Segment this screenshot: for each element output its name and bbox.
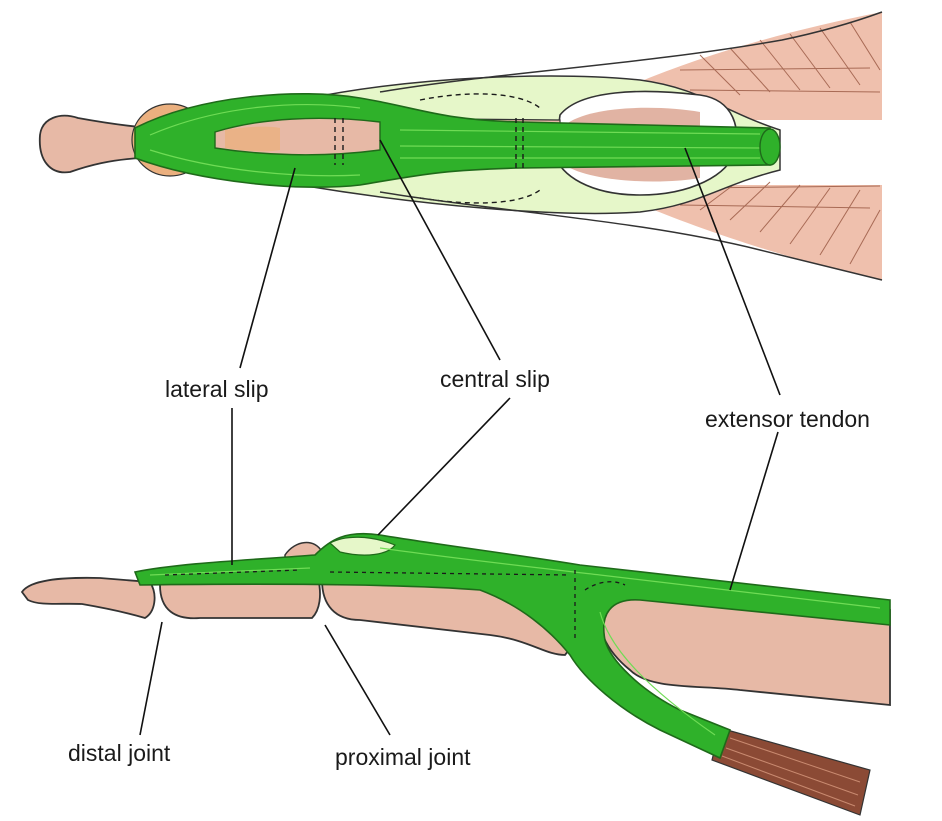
top-distal-phalanx	[40, 116, 140, 173]
proximal-joint-label: proximal joint	[335, 746, 471, 769]
leader-distal	[140, 622, 162, 735]
top-view	[40, 12, 882, 280]
lateral-slip-label: lateral slip	[165, 378, 269, 401]
leader-central-bottom	[378, 398, 510, 535]
central-slip-label: central slip	[440, 368, 550, 391]
distal-phalanx	[22, 578, 155, 618]
distal-joint-label: distal joint	[68, 742, 170, 765]
leader-proximal	[325, 625, 390, 735]
leader-extensor-bottom	[730, 432, 778, 590]
leader-lateral-top	[240, 168, 295, 368]
extensor-tendon-label: extensor tendon	[705, 408, 870, 431]
